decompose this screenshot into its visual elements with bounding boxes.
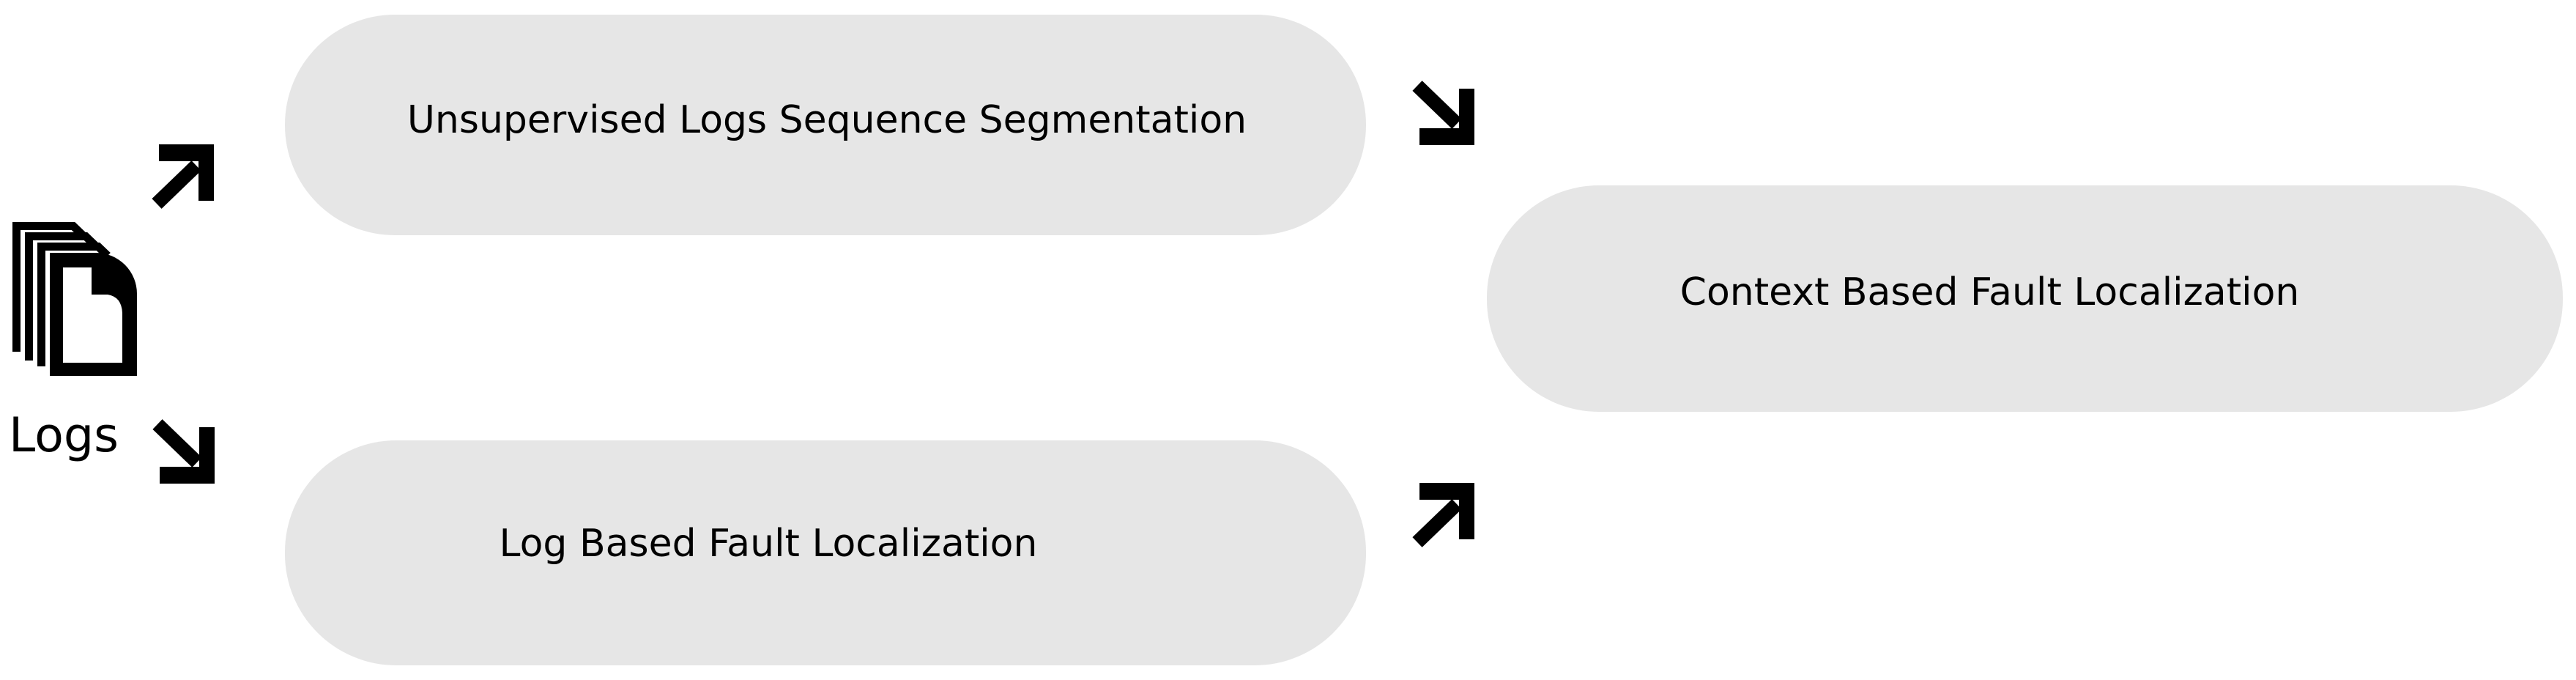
node-log-based-fault-localization: Log Based Fault Localization bbox=[285, 440, 1366, 665]
node-context-based-fault-localization: Context Based Fault Localization bbox=[1487, 185, 2563, 412]
arrow-down-right-icon bbox=[1412, 81, 1474, 145]
node-label: Context Based Fault Localization bbox=[1679, 270, 2300, 314]
node-label: Log Based Fault Localization bbox=[499, 521, 1038, 566]
arrow-up-right-icon bbox=[152, 144, 214, 209]
node-label: Unsupervised Logs Sequence Segmentation bbox=[407, 97, 1247, 142]
arrow-down-right-icon bbox=[152, 419, 215, 484]
logs-source-label: Logs bbox=[9, 408, 119, 463]
node-unsupervised-logs-sequence-segmentation: Unsupervised Logs Sequence Segmentation bbox=[285, 15, 1366, 235]
arrow-up-right-icon bbox=[1412, 483, 1474, 547]
logs-documents-icon bbox=[12, 222, 137, 376]
